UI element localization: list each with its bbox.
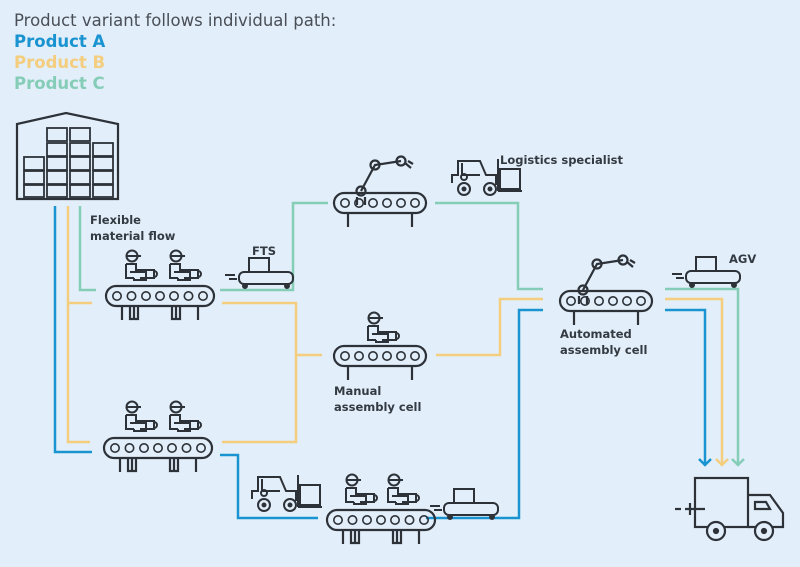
fts-cart-icon	[224, 257, 294, 289]
label-line: material flow	[90, 229, 176, 243]
legend-product-b: Product B	[14, 53, 106, 72]
legend-product-c: Product C	[14, 74, 105, 93]
label-line: Flexible	[90, 213, 141, 227]
legend-title: Product variant follows individual path:	[14, 11, 337, 30]
legend-block: Product variant follows individual path:…	[14, 10, 336, 94]
manual-conveyor-lower	[325, 473, 437, 546]
path-product-b	[66, 206, 724, 465]
label-manual-assembly-cell: Manual assembly cell	[334, 383, 421, 415]
label-line: Manual	[334, 384, 382, 398]
flow-lines	[53, 201, 745, 520]
robot-arm-conveyor-top	[332, 155, 428, 229]
label-flexible-material-flow: Flexible material flow	[90, 212, 175, 244]
label-automated-assembly-cell: Automated assembly cell	[560, 326, 647, 358]
automated-assembly-cell-icon	[558, 254, 654, 327]
manual-conveyor-top	[104, 249, 216, 322]
label-line: Automated	[560, 327, 632, 341]
manual-conveyor-bottom	[102, 400, 214, 474]
path-product-c	[78, 201, 740, 465]
legend-product-a: Product A	[14, 32, 106, 51]
warehouse-icon	[15, 111, 120, 201]
label-agv: AGV	[729, 252, 757, 266]
lower-cart-icon	[429, 488, 499, 520]
label-logistics-specialist: Logistics specialist	[500, 153, 623, 167]
label-fts: FTS	[252, 244, 276, 258]
label-line: assembly cell	[334, 400, 422, 414]
label-line: assembly cell	[560, 343, 648, 357]
delivery-truck-icon	[675, 476, 785, 542]
manual-assembly-cell-icon	[332, 311, 428, 382]
forklift-bottom-icon	[251, 474, 323, 512]
path-product-a	[53, 206, 707, 520]
